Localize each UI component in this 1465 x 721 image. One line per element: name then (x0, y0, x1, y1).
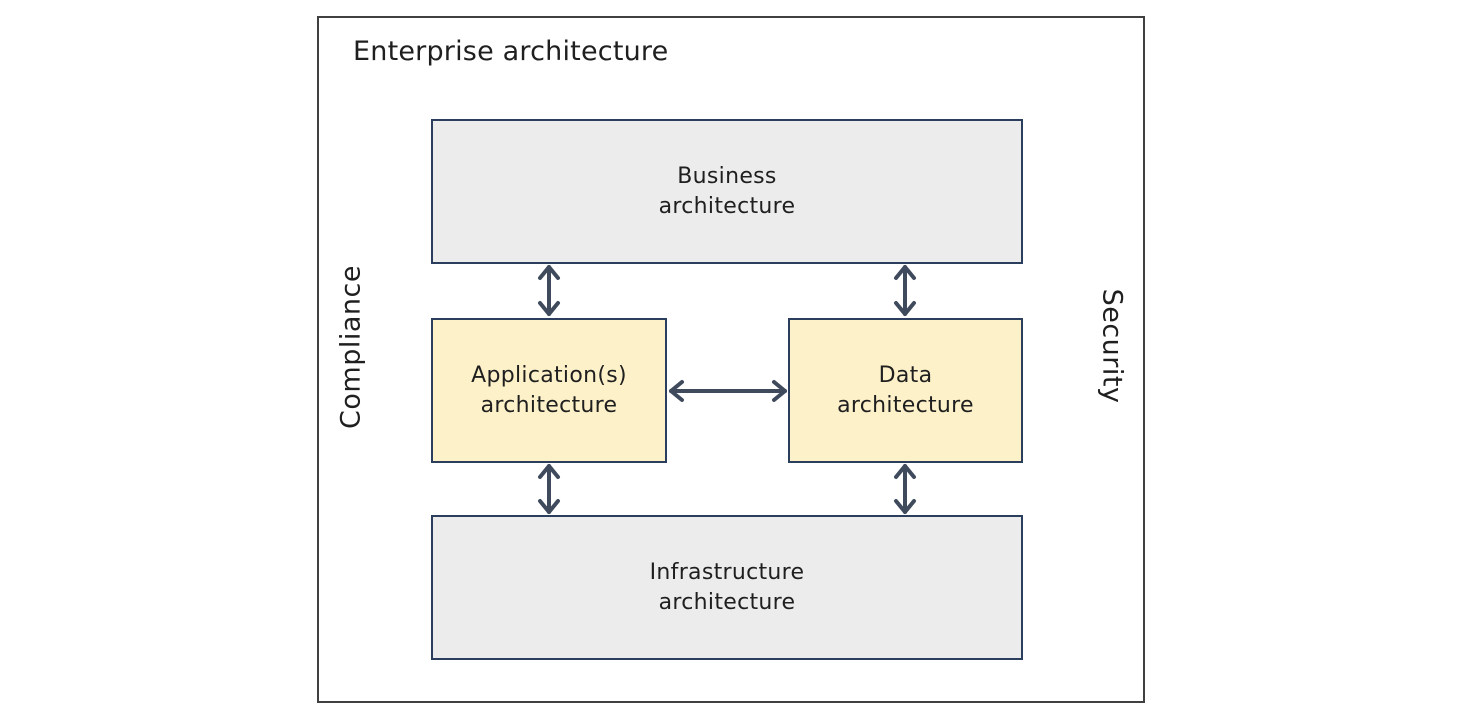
data-architecture-label: Data architecture (837, 362, 974, 418)
diagram-title: Enterprise architecture (353, 36, 669, 67)
business-architecture-box: Business architecture (431, 119, 1023, 264)
data-architecture-box: Data architecture (788, 318, 1023, 463)
arrow-application-data (669, 380, 787, 402)
infrastructure-architecture-box: Infrastructure architecture (431, 515, 1023, 660)
application-architecture-box: Application(s) architecture (431, 318, 667, 463)
arrow-business-data (894, 265, 916, 316)
arrow-application-infrastructure (538, 464, 560, 514)
arrow-business-application (538, 265, 560, 316)
business-architecture-label: Business architecture (658, 163, 796, 219)
enterprise-architecture-frame (317, 16, 1145, 703)
arrow-data-infrastructure (894, 464, 916, 514)
infrastructure-architecture-label: Infrastructure architecture (649, 559, 805, 615)
application-architecture-label: Application(s) architecture (471, 362, 627, 418)
